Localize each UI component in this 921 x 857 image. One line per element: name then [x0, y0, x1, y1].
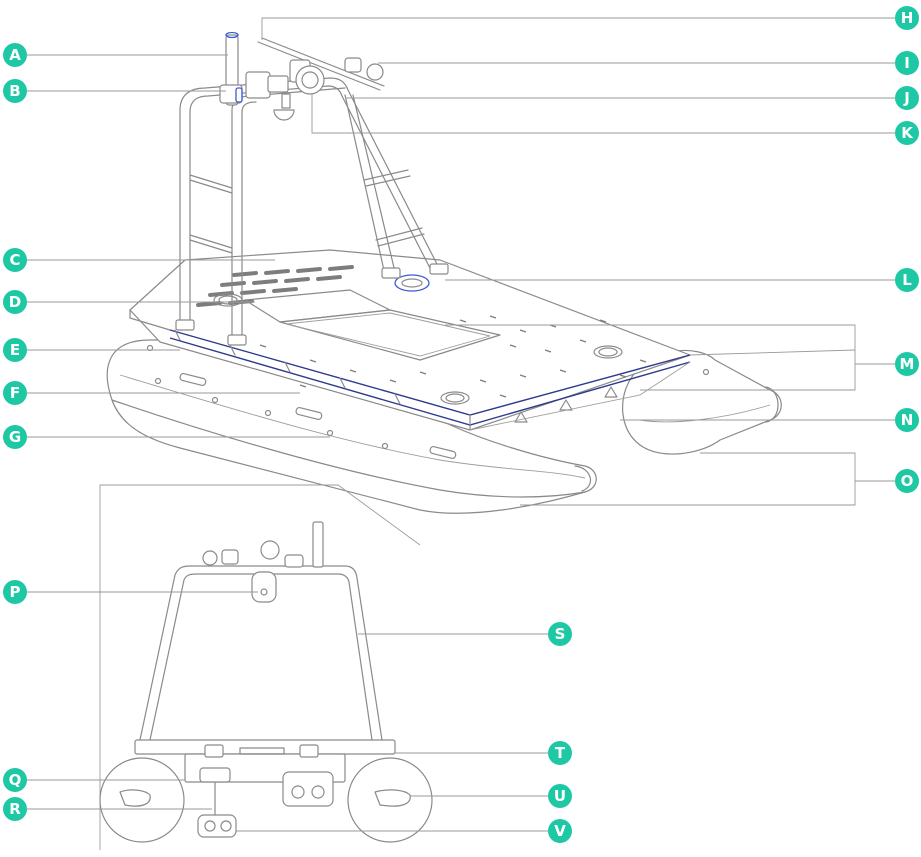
svg-text:M: M	[900, 355, 915, 373]
callout-i: I	[895, 51, 919, 75]
svg-text:I: I	[904, 54, 910, 72]
svg-text:P: P	[10, 583, 21, 601]
callout-s: S	[548, 622, 572, 646]
callout-h: H	[895, 6, 919, 30]
callout-d: D	[3, 290, 27, 314]
svg-text:H: H	[901, 9, 914, 27]
callout-c: C	[3, 248, 27, 272]
vent-slots	[196, 265, 354, 307]
callout-a: A	[3, 43, 27, 67]
mast-sensors	[219, 31, 385, 121]
callout-g: G	[3, 425, 27, 449]
svg-text:D: D	[9, 293, 21, 311]
svg-text:Q: Q	[9, 771, 22, 789]
svg-text:U: U	[554, 787, 566, 805]
svg-text:J: J	[903, 89, 910, 107]
callout-r: R	[3, 797, 27, 821]
callout-j: J	[895, 86, 919, 110]
svg-text:N: N	[901, 411, 914, 429]
callout-v: V	[548, 819, 572, 843]
callout-u: U	[548, 784, 572, 808]
svg-text:K: K	[901, 124, 914, 142]
callout-o: O	[895, 469, 919, 493]
svg-text:L: L	[902, 271, 912, 289]
left-pontoon	[106, 339, 597, 514]
boat-perspective-drawing	[106, 31, 782, 514]
underside-fittings	[469, 361, 691, 431]
callout-t: T	[548, 741, 572, 765]
boat-front-view	[99, 484, 433, 850]
side-brackets	[174, 329, 401, 405]
svg-text:V: V	[554, 822, 566, 840]
svg-text:G: G	[9, 428, 21, 446]
svg-text:F: F	[10, 384, 20, 402]
svg-text:O: O	[901, 472, 914, 490]
callout-b: B	[3, 79, 27, 103]
callout-n: N	[895, 408, 919, 432]
svg-text:R: R	[9, 800, 21, 818]
callout-badges: A B C D E F G H I J K L M N O P Q R S T …	[3, 6, 919, 843]
svg-text:E: E	[10, 341, 20, 359]
leader-lines	[26, 17, 895, 832]
deck	[129, 249, 691, 431]
svg-text:C: C	[9, 251, 20, 269]
callout-f: F	[3, 381, 27, 405]
svg-text:B: B	[9, 82, 20, 100]
callout-k: K	[895, 121, 919, 145]
callout-m: M	[895, 352, 919, 376]
callout-p: P	[3, 580, 27, 604]
callout-q: Q	[3, 768, 27, 792]
svg-text:A: A	[9, 46, 21, 64]
callout-e: E	[3, 338, 27, 362]
svg-text:T: T	[555, 744, 566, 762]
callout-l: L	[895, 268, 919, 292]
svg-text:S: S	[555, 625, 566, 643]
